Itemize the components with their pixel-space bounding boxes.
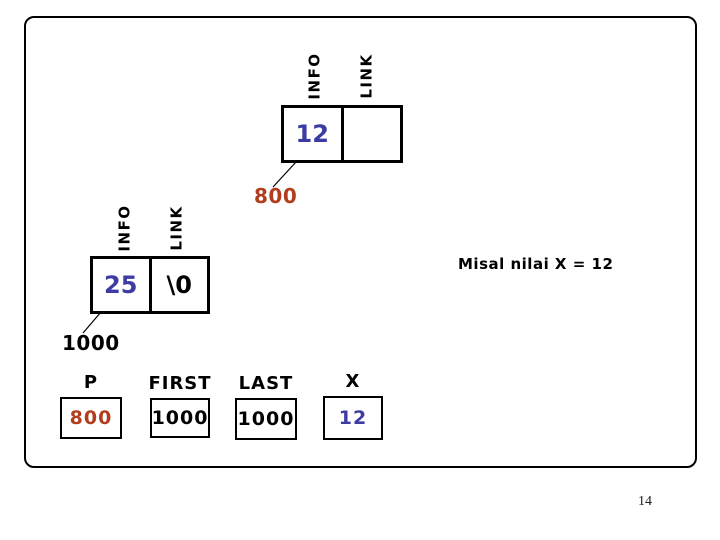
bottom-node-link-header: LINK bbox=[165, 202, 189, 254]
top-node-info-header: INFO bbox=[303, 50, 327, 102]
variable-p-name: P bbox=[83, 372, 99, 393]
top-node-address-label: 800 bbox=[254, 184, 298, 208]
variable-p-value: 800 bbox=[60, 397, 122, 439]
bottom-node-info-header-label: INFO bbox=[116, 204, 135, 252]
bottom-node-link-header-label: LINK bbox=[168, 205, 187, 251]
variable-first-value: 1000 bbox=[150, 398, 210, 438]
variable-x-value: 12 bbox=[323, 396, 383, 440]
bottom-node-link-cell: \0 bbox=[166, 271, 192, 299]
top-node-info-header-label: INFO bbox=[306, 52, 325, 100]
variable-last: LAST 1000 bbox=[235, 372, 297, 440]
top-node-info-cell: 12 bbox=[284, 108, 344, 160]
top-node-box: 12 bbox=[281, 105, 403, 163]
bottom-node-info-header: INFO bbox=[113, 202, 137, 254]
bottom-node-address-label: 1000 bbox=[62, 331, 120, 355]
variable-p: P 800 bbox=[60, 371, 122, 439]
variable-first: FIRST 1000 bbox=[148, 372, 212, 438]
page-number: 14 bbox=[638, 494, 652, 509]
variable-last-name: LAST bbox=[238, 373, 294, 394]
variable-x-name: X bbox=[345, 371, 361, 392]
bottom-node-box: 25 \0 bbox=[90, 256, 210, 314]
top-node-link-header-label: LINK bbox=[358, 53, 377, 99]
annotation-text: Misal nilai X = 12 bbox=[458, 255, 614, 273]
bottom-node-info-cell: 25 bbox=[93, 259, 152, 311]
top-node-link-header: LINK bbox=[355, 50, 379, 102]
variable-first-name: FIRST bbox=[148, 373, 212, 394]
variable-x: X 12 bbox=[323, 370, 383, 440]
slide-border bbox=[24, 16, 697, 468]
top-node-link-cell bbox=[344, 108, 401, 160]
variable-last-value: 1000 bbox=[235, 398, 297, 440]
